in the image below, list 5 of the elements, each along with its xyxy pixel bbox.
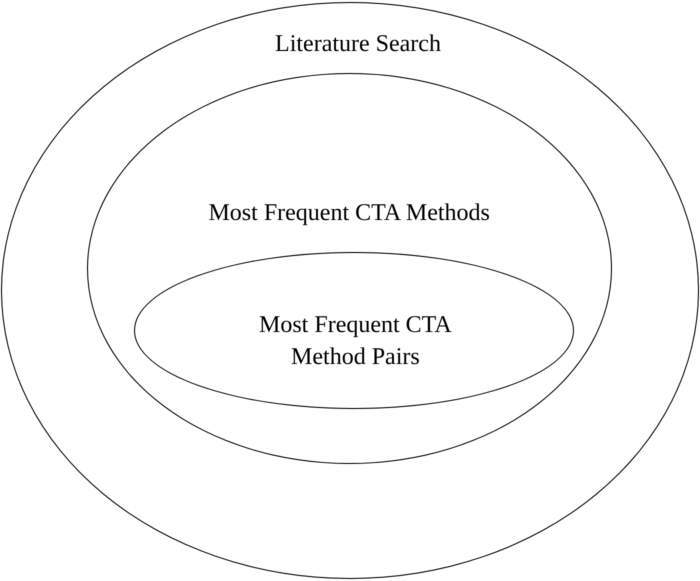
ellipse-label: Most Frequent CTA Methods	[207, 198, 491, 228]
ellipse	[86, 72, 612, 464]
ellipse	[134, 252, 574, 410]
ellipse-label: Literature Search	[274, 30, 442, 59]
ellipse-label: Most Frequent CTA Method Pairs	[258, 311, 453, 372]
